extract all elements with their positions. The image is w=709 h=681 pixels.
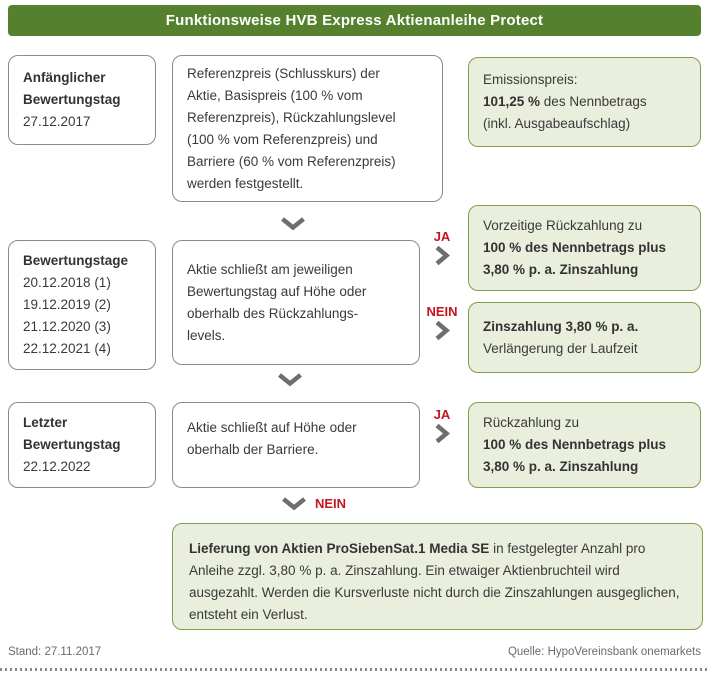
initial-valuation-title-line2: Bewertungstag [23, 92, 121, 107]
flow-arrow-2 [277, 373, 303, 392]
share-delivery-box: Lieferung von Aktien ProSiebenSat.1 Medi… [172, 523, 703, 630]
final-condition-line: Aktie schließt auf Höhe oder [187, 420, 357, 435]
early-redemption-line2: 100 % des Nennbetrags plus [483, 240, 667, 255]
decision-no-1: NEIN [420, 305, 464, 341]
yes-label: JA [433, 407, 451, 422]
emission-price-box: Emissionspreis: 101,25 % des Nennbetrags… [468, 57, 701, 147]
emission-price-note: (inkl. Ausgabeaufschlag) [483, 116, 631, 131]
early-redemption-line1: Vorzeitige Rückzahlung zu [483, 218, 643, 233]
valuation-condition-box: Aktie schließt am jeweiligen Bewertungst… [172, 240, 420, 365]
final-redemption-line2: 100 % des Nennbetrags plus [483, 437, 667, 452]
no-label: NEIN [315, 496, 347, 511]
yes-label: JA [433, 229, 451, 244]
interest-extension-box: Zinszahlung 3,80 % p. a. Verlängerung de… [468, 302, 701, 373]
final-condition-line: oberhalb der Barriere. [187, 442, 319, 457]
extension-line: Verlängerung der Laufzeit [483, 340, 638, 356]
initial-valuation-title-line1: Anfänglicher [23, 70, 106, 85]
decision-yes-2: JA [423, 408, 461, 444]
fixing-line: Referenzpreis (Schlusskurs) der [187, 65, 380, 81]
footer-date: Stand: 27.11.2017 [8, 646, 102, 658]
decision-no-2: NEIN [281, 496, 346, 511]
early-redemption-line3: 3,80 % p. a. Zinszahlung [483, 262, 639, 277]
fixing-line: Referenzpreis), Rückzahlungslevel [187, 109, 396, 125]
final-redemption-line1: Rückzahlung zu [483, 415, 580, 430]
chevron-right-icon [435, 245, 450, 266]
fixing-line: (100 % vom Referenzpreis) und [187, 131, 378, 147]
chevron-right-icon [435, 423, 450, 444]
chevron-down-icon [278, 373, 302, 387]
early-redemption-box: Vorzeitige Rückzahlung zu 100 % des Nenn… [468, 205, 701, 291]
decision-yes-1: JA [423, 230, 461, 266]
footer-source: Quelle: HypoVereinsbank onemarkets [507, 646, 701, 658]
share-delivery-rest: in festgelegter Anzahl pro Anleihe zzgl.… [189, 541, 680, 622]
no-label: NEIN [426, 304, 458, 319]
final-redemption-line3: 3,80 % p. a. Zinszahlung [483, 459, 639, 474]
valuation-condition-line: oberhalb des Rückzahlungs- [187, 305, 359, 321]
emission-price-unit: des Nennbetrags [540, 94, 647, 109]
fixing-process-box: Referenzpreis (Schlusskurs) der Aktie, B… [172, 55, 443, 202]
initial-valuation-date: 27.12.2017 [23, 114, 91, 129]
final-redemption-box: Rückzahlung zu 100 % des Nennbetrags plu… [468, 402, 701, 488]
valuation-condition-line: levels. [187, 327, 226, 343]
fixing-line: werden festgestellt. [187, 175, 304, 191]
interest-payment-line: Zinszahlung 3,80 % p. a. [483, 318, 639, 334]
emission-price-value-line: 101,25 % des Nennbetrags [483, 91, 686, 113]
page-title: Funktionsweise HVB Express Aktienanleihe… [8, 5, 701, 36]
valuation-condition-line: Bewertungstag auf Höhe oder [187, 283, 367, 299]
valuation-days-box: Bewertungstage 20.12.2018 (1) 19.12.2019… [8, 240, 156, 370]
chevron-down-icon [282, 496, 306, 510]
valuation-day-1: 20.12.2018 (1) [23, 275, 111, 290]
share-delivery-bold: Lieferung von Aktien ProSiebenSat.1 Medi… [189, 541, 490, 556]
chevron-down-icon [281, 217, 305, 231]
final-condition-box: Aktie schließt auf Höhe oder oberhalb de… [172, 402, 420, 488]
emission-price-label: Emissionspreis: [483, 72, 578, 87]
final-valuation-date-box: Letzter Bewertungstag 22.12.2022 [8, 402, 156, 488]
valuation-day-2: 19.12.2019 (2) [23, 297, 111, 312]
valuation-day-4: 22.12.2021 (4) [23, 341, 111, 356]
final-valuation-title-line2: Bewertungstag [23, 437, 121, 452]
fixing-line: Barriere (60 % vom Referenzpreis) [187, 153, 396, 169]
flow-arrow-1 [280, 217, 306, 236]
initial-valuation-date-box: Anfänglicher Bewertungstag 27.12.2017 [8, 55, 156, 145]
valuation-day-3: 21.12.2020 (3) [23, 319, 111, 334]
final-valuation-date: 22.12.2022 [23, 459, 91, 474]
valuation-days-title: Bewertungstage [23, 253, 129, 268]
final-valuation-title-line1: Letzter [23, 415, 68, 430]
valuation-condition-line: Aktie schließt am jeweiligen [187, 261, 353, 277]
chevron-right-icon [435, 320, 450, 341]
fixing-line: Aktie, Basispreis (100 % vom [187, 87, 363, 103]
bottom-dotted-divider [0, 668, 709, 671]
emission-price-value: 101,25 % [483, 94, 541, 109]
